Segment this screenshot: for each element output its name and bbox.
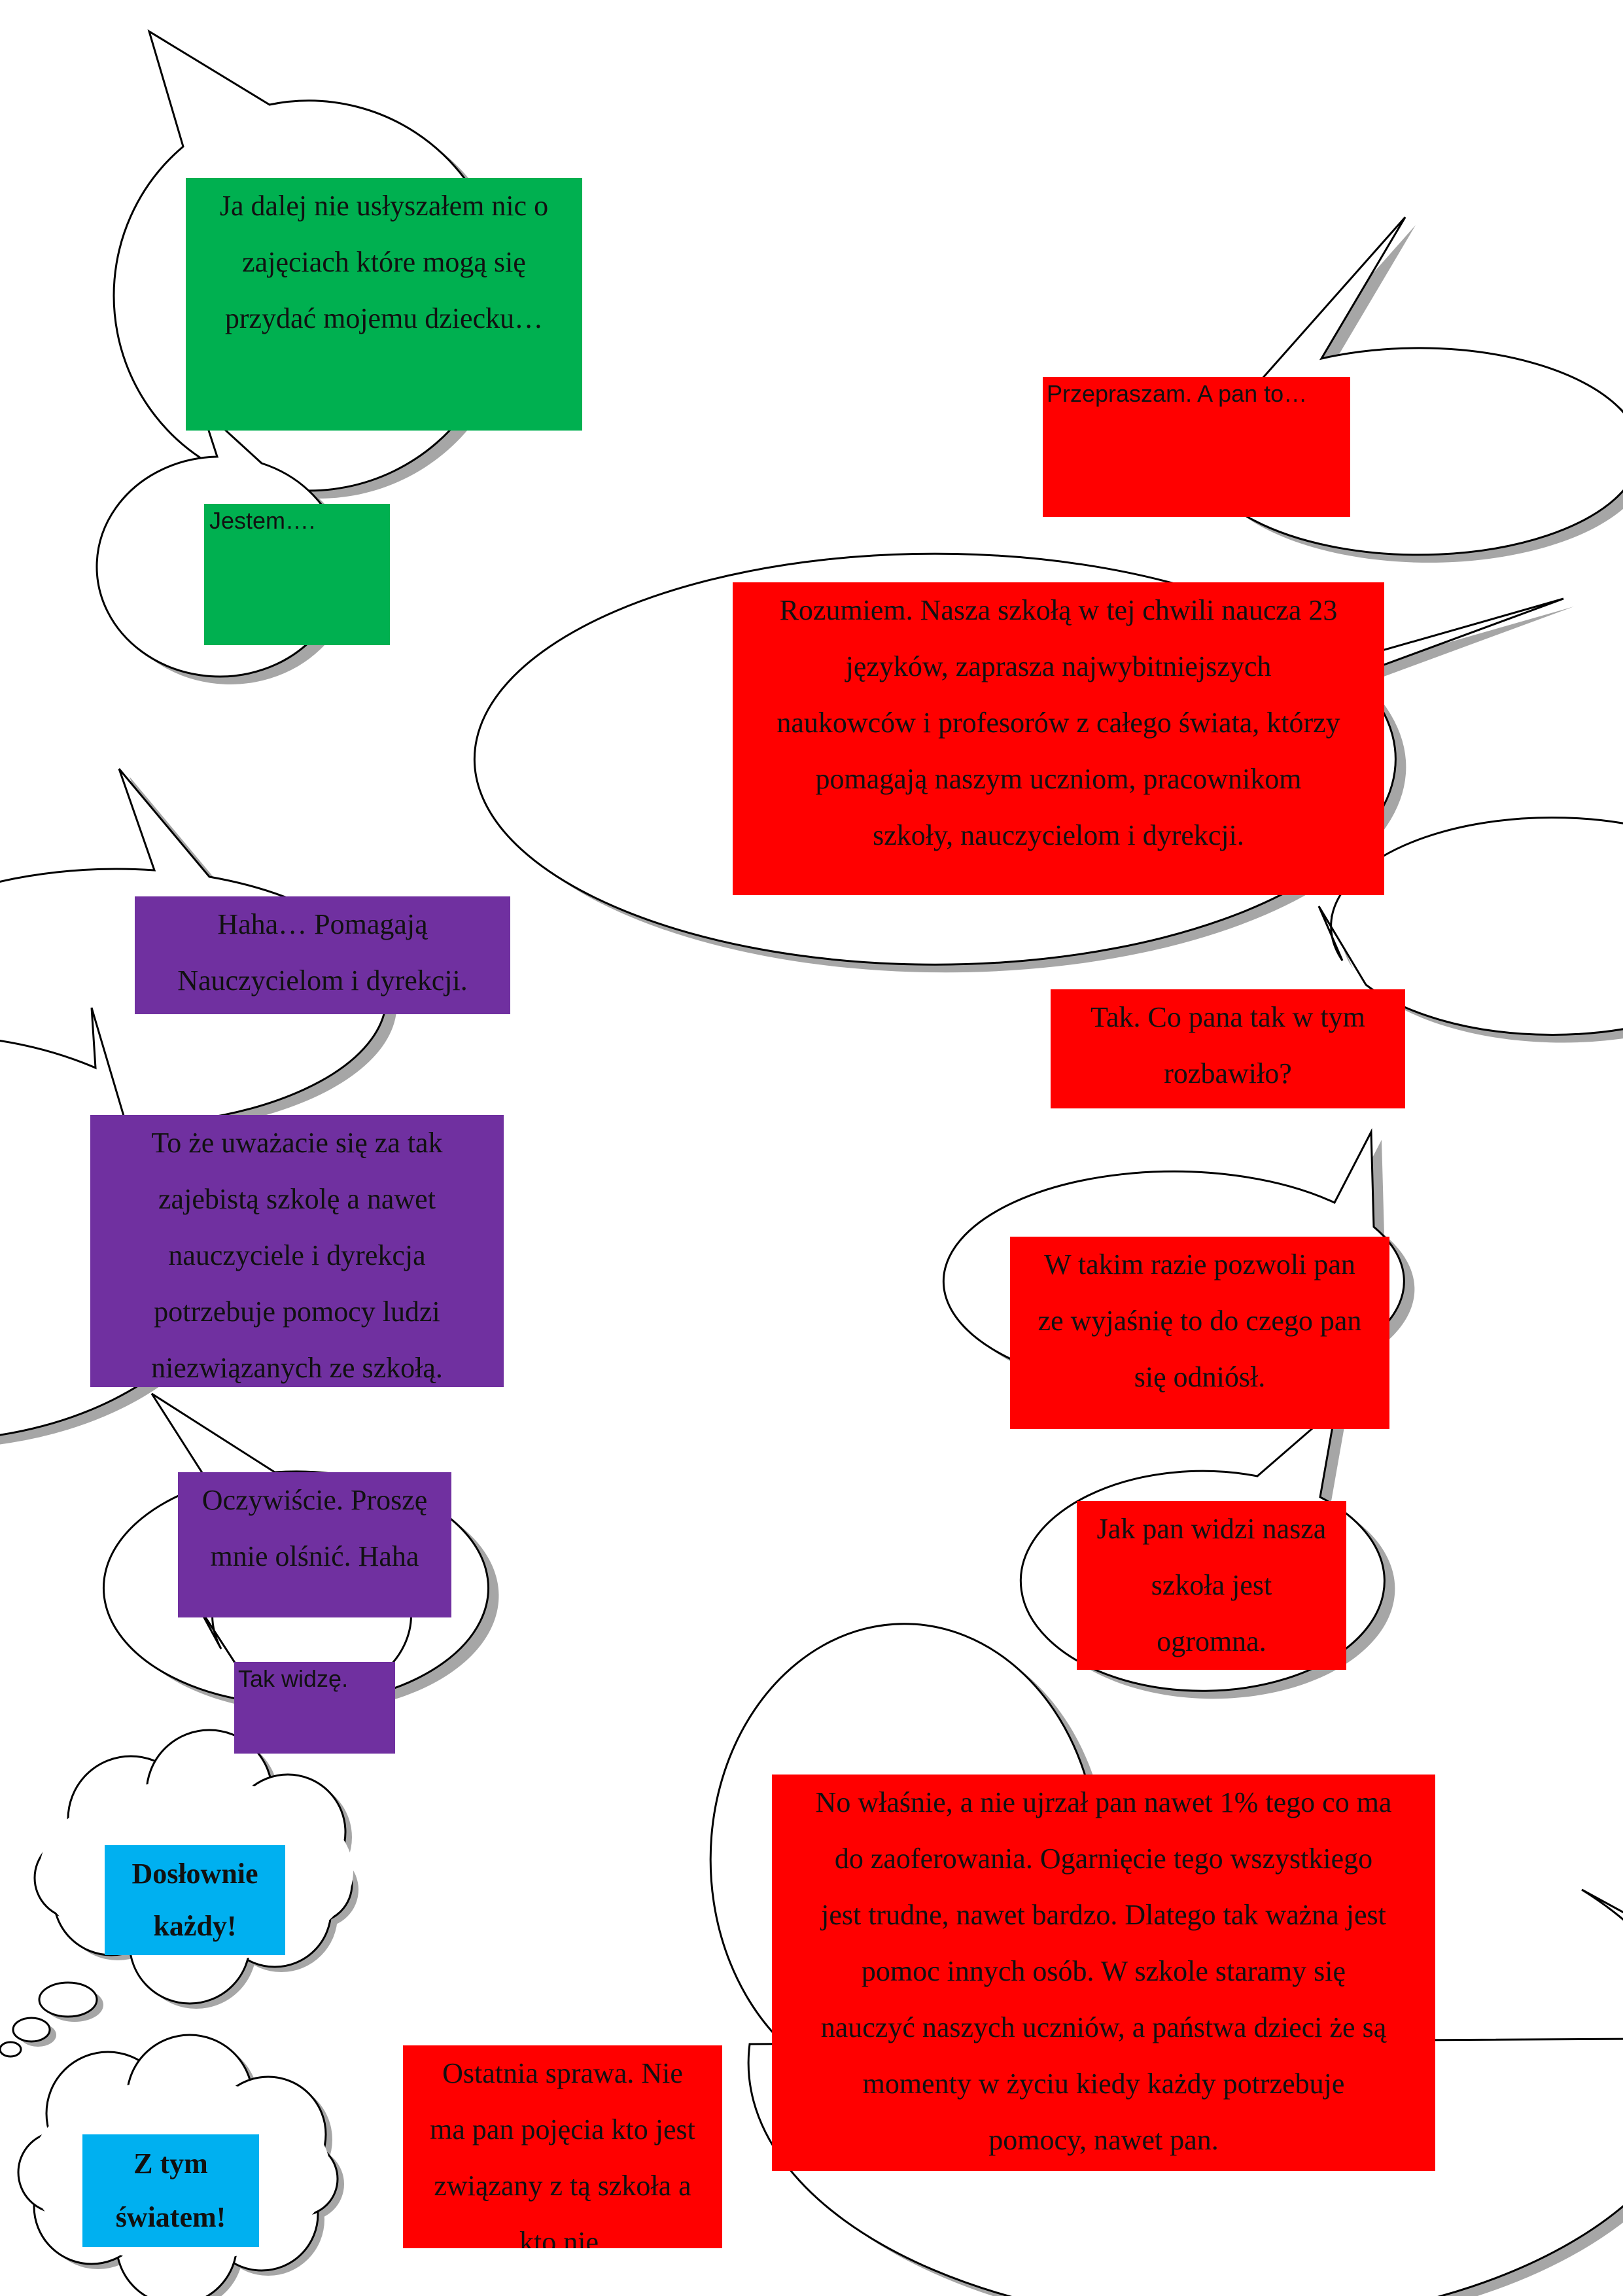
dialogue-green-2: Jestem…. [204, 504, 390, 645]
text-line: pomoc innych osób. W szkole staramy się [861, 1955, 1346, 1987]
text-line: zajebistą szkolę a nawet [158, 1183, 436, 1215]
text-line: Rozumiem. Nasza szkołą w tej chwili nauc… [779, 594, 1338, 626]
text-line: W takim razie pozwoli pan [1044, 1248, 1355, 1280]
text-line: nauczyciele i dyrekcja [168, 1239, 426, 1271]
text-line: nauczyć naszych uczniów, a państwa dziec… [820, 2011, 1387, 2043]
text-line: związany z tą szkoła a [434, 2170, 691, 2202]
text-line: Oczywiście. Proszę [201, 1484, 428, 1516]
text-line: Dosłownie [131, 1858, 258, 1890]
text-line: momenty w życiu kiedy każdy potrzebuje [862, 2068, 1345, 2100]
dialogue-purple-4: Tak widzę. [234, 1662, 395, 1754]
text-line: ze wyjaśnię to do czego pan [1038, 1305, 1362, 1337]
text-line: To że uważacie się za tak [151, 1127, 443, 1159]
text-line: Jestem…. [209, 507, 316, 534]
dialogue-purple-3: Oczywiście. Proszę mnie olśnić. Haha [178, 1472, 451, 1617]
text-line: naukowców i profesorów z całego świata, … [777, 707, 1340, 739]
text-line: szkoła jest [1151, 1569, 1272, 1601]
dialogue-red-2: Rozumiem. Nasza szkołą w tej chwili nauc… [733, 582, 1384, 895]
text-line: pomocy, nawet pan. [988, 2124, 1219, 2156]
text-line: każdy! [153, 1910, 237, 1942]
text-line: Tak. Co pana tak w tym [1091, 1001, 1365, 1033]
text-line: rozbawiło? [1164, 1057, 1292, 1089]
text-line: No właśnie, a nie ujrzał pan nawet 1% te… [815, 1786, 1392, 1818]
text-line: światem! [115, 2201, 226, 2233]
text-line: do zaoferowania. Ogarnięcie tego wszystk… [834, 1843, 1373, 1875]
dialogue-purple-2: To że uważacie się za tak zajebistą szko… [90, 1115, 504, 1387]
text-line: pomagają naszym uczniom, pracownikom [815, 763, 1302, 795]
dialogue-green-1: Ja dalej nie usłyszałem nic o zajęciach … [186, 178, 582, 431]
text-line: przydać mojemu dziecku… [224, 302, 544, 334]
text-line: ogromna. [1157, 1625, 1266, 1657]
text-line: potrzebuje pomocy ludzi [154, 1296, 440, 1328]
text-line: Ja dalej nie usłyszałem nic o [219, 190, 549, 222]
text-line: się odniósł. [1134, 1361, 1266, 1393]
dialogue-red-4: W takim razie pozwoli pan ze wyjaśnię to… [1010, 1237, 1389, 1429]
dialogue-purple-1: Haha… Pomagają Nauczycielom i dyrekcji. [135, 896, 510, 1014]
text-line: mnie olśnić. Haha [210, 1540, 419, 1572]
dialogue-red-1: Przepraszam. A pan to… [1043, 377, 1350, 517]
thought-cyan-1: Dosłownie każdy! [105, 1845, 285, 1955]
text-line: Nauczycielom i dyrekcji. [177, 964, 468, 997]
text-line: kto nie. [519, 2226, 606, 2248]
text-line: zajęciach które mogą się [242, 246, 526, 278]
dialogue-red-3: Tak. Co pana tak w tym rozbawiło? [1051, 989, 1405, 1108]
thought-cloud-1-dots [0, 1981, 103, 2058]
text-line: Jak pan widzi nasza [1096, 1513, 1327, 1545]
text-line: jest trudne, nawet bardzo. Dlatego tak w… [821, 1899, 1386, 1931]
text-line: Haha… Pomagają [217, 908, 428, 940]
text-line: Ostatnia sprawa. Nie [442, 2057, 683, 2089]
text-line: Z tym [133, 2147, 208, 2180]
text-line: szkoły, nauczycielom i dyrekcji. [873, 819, 1244, 851]
dialogue-red-6: No właśnie, a nie ujrzał pan nawet 1% te… [772, 1775, 1435, 2171]
text-line: języków, zaprasza najwybitniejszych [845, 650, 1272, 682]
dialogue-red-7: Ostatnia sprawa. Nie ma pan pojęcia kto … [403, 2045, 722, 2248]
text-line: Tak widzę. [238, 1665, 349, 1692]
text-line: ma pan pojęcia kto jest [430, 2113, 695, 2146]
thought-cyan-2: Z tym światem! [82, 2134, 259, 2247]
text-line: Przepraszam. A pan to… [1047, 380, 1308, 407]
text-line: niezwiązanych ze szkołą. [151, 1352, 443, 1384]
dialogue-red-5: Jak pan widzi nasza szkoła jest ogromna. [1077, 1501, 1346, 1670]
